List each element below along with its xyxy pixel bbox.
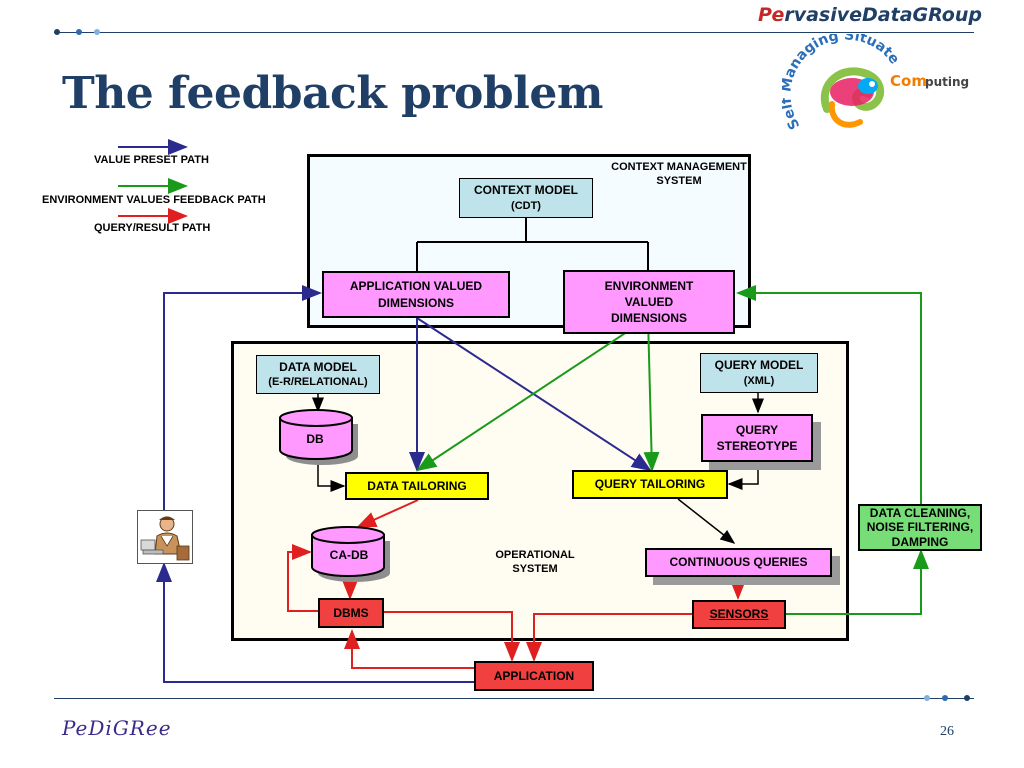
logo-puting: puting [925,75,969,89]
black-db-to-data-tailoring [317,458,346,492]
slide-title: The feedback problem [62,68,603,119]
header-dot [94,29,100,35]
red-application-to-dbms [344,629,474,669]
brand-name: PervasiveDataGRoup [758,4,982,26]
red-dbms-to-application [384,611,520,662]
header-dot [54,29,60,35]
green-sensors-to-cleaning [786,549,929,615]
user-at-computer-icon [137,510,193,564]
red-sensors-to-application [526,613,692,662]
continuous-queries-box: CONTINUOUS QUERIES [645,548,832,577]
data-model-box: DATA MODEL(E-R/RELATIONAL) [256,355,380,394]
blue-user-to-app-dims [163,285,322,510]
green-env-to-query-tailoring [643,317,660,472]
footer-dot [924,695,930,701]
legend-query-result-label: QUERY/RESULT PATH [94,222,211,234]
legend-env-feedback-label: ENVIRONMENT VALUES FEEDBACK PATH [42,194,266,206]
black-stereotype-to-query-tailoring [727,462,759,490]
green-cleaning-to-env-dims [736,285,922,504]
header-dot [76,29,82,35]
footer-rule [54,698,974,699]
db-cylinder [279,409,358,465]
logo-com: Com [890,72,927,90]
header-rule [54,32,974,33]
page-number: 26 [940,724,954,739]
db-label: DB [306,432,324,446]
ca-db-label: CA-DB [329,548,369,562]
red-data-tailoring-to-cadb [356,499,419,528]
chameleon-leg [828,101,863,128]
sensors-box: SENSORS [692,600,786,629]
ca-db-cylinder [311,526,390,582]
black-query-tailoring-to-continuous [677,498,736,544]
chameleon-logo: Self Managing Situated Com puting [782,34,969,132]
dbms-box: DBMS [318,598,384,628]
application-box: APPLICATION [474,661,594,691]
data-cleaning-box: DATA CLEANING,NOISE FILTERING,DAMPING [858,504,982,551]
green-env-to-data-tailoring [416,317,649,472]
footer-project-name: PeDiGRee [62,716,172,740]
footer-dot [942,695,948,701]
chameleon-eye [869,81,875,87]
data-tailoring-box: DATA TAILORING [345,472,489,500]
context-model-box: CONTEXT MODEL(CDT) [459,178,593,218]
footer-dot [964,695,970,701]
legend-value-preset-label: VALUE PRESET PATH [94,154,209,166]
red-dbms-loop-to-cadb [287,544,318,612]
query-model-box: QUERY MODEL(XML) [700,353,818,393]
blue-application-to-user [156,562,474,683]
query-tailoring-box: QUERY TAILORING [572,470,728,499]
